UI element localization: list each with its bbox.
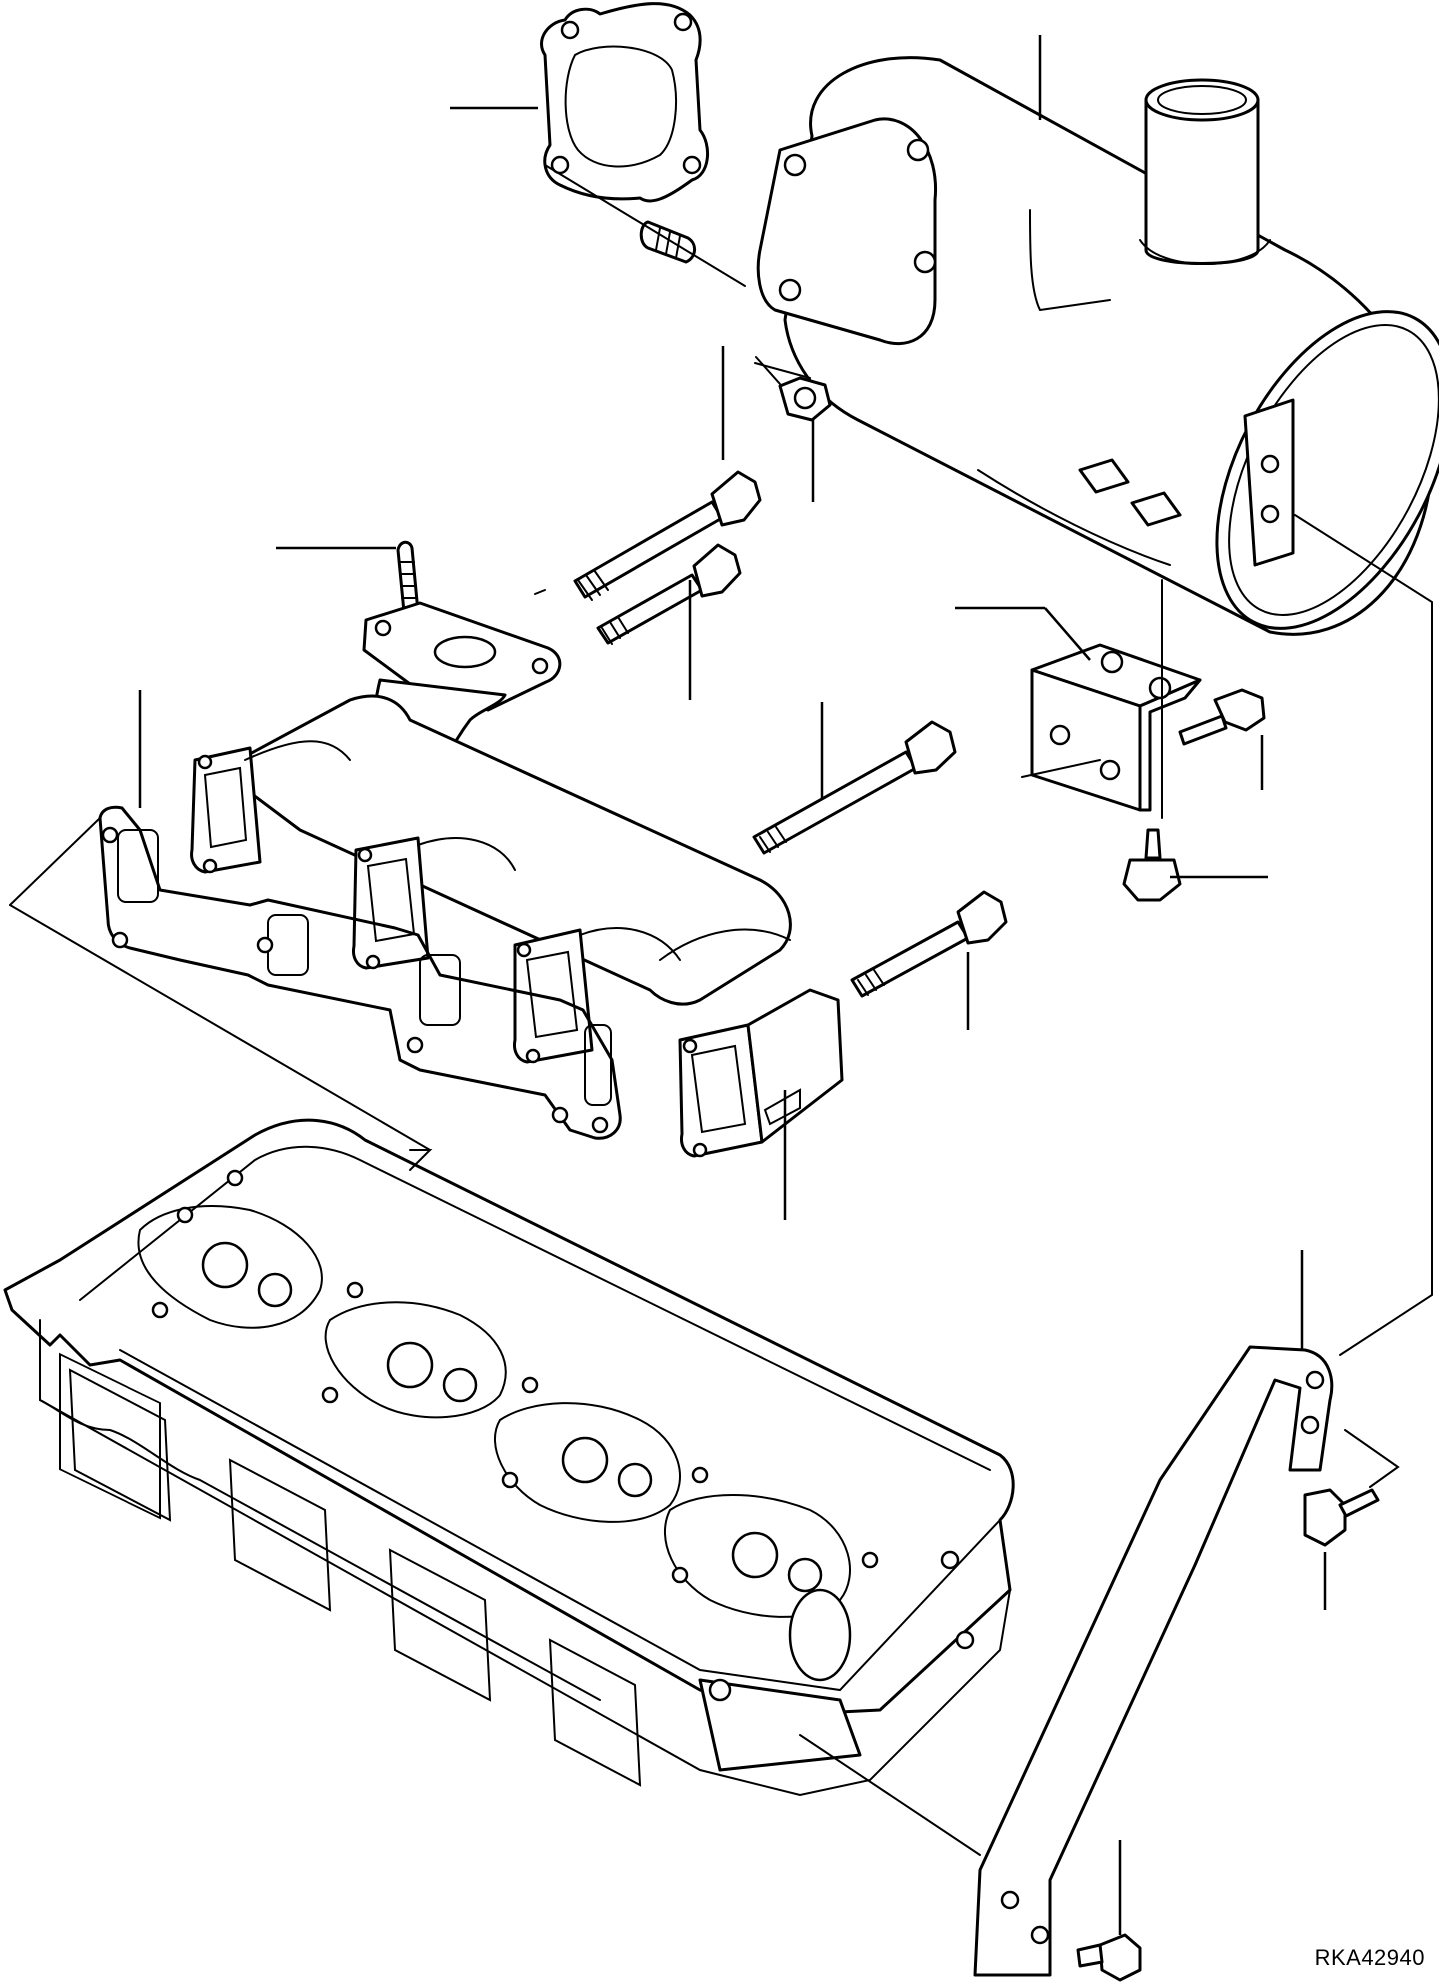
exhaust-manifold: [190, 601, 844, 1158]
gasket-exhaust-manifold: [98, 805, 622, 1140]
bolt-lower: [850, 890, 1008, 998]
bolt-upper-1: [573, 470, 762, 601]
gasket-muffler-inlet: [540, 2, 710, 203]
bolt-bracket-lower: [1122, 828, 1182, 902]
nut-muffler: [778, 376, 832, 422]
bolt-stay-upper: [1303, 1488, 1380, 1547]
bolt-bracket-right: [1178, 688, 1266, 746]
bracket-muffler-support: [1030, 643, 1202, 812]
stay-bracket: [973, 1345, 1334, 1977]
bolt-upper-2: [596, 543, 742, 645]
bolt-stay-lower: [1076, 1933, 1142, 1982]
drawing-code: RKA42940: [1314, 1945, 1425, 1970]
muffler: [756, 56, 1439, 636]
bolt-middle: [752, 720, 957, 855]
leader-lines: [138, 35, 1327, 1935]
assembly-lines: [9, 164, 1433, 1856]
cylinder-head: [3, 1118, 1015, 1797]
